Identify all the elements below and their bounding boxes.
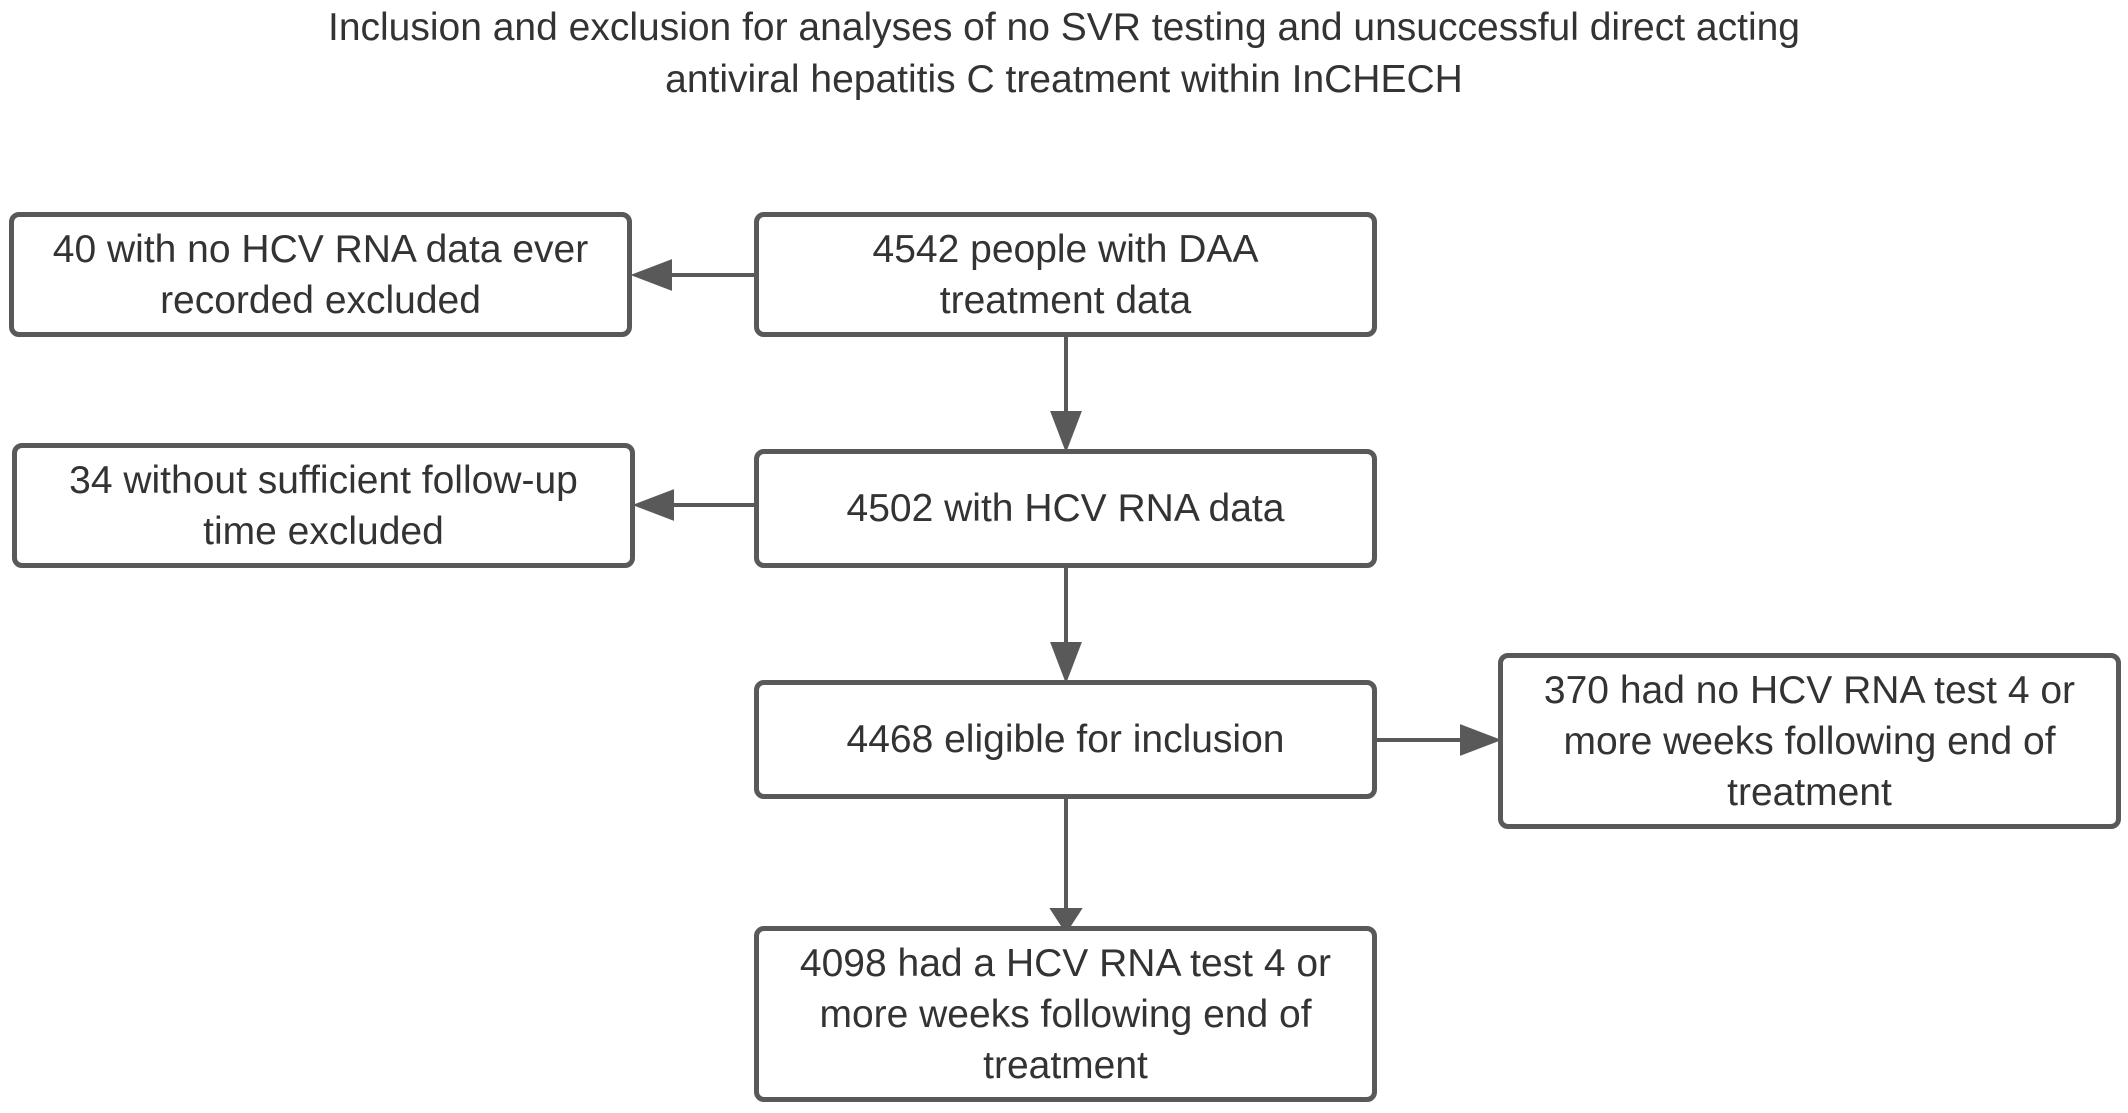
box-text-line: 4468 eligible for inclusion — [846, 718, 1285, 761]
arrowhead-had-test — [1049, 908, 1083, 934]
had-rna-test-box: 4098 had a HCV RNA test 4 or more weeks … — [754, 926, 1377, 1102]
excluded-no-rna-box: 40 with no HCV RNA data ever recorded ex… — [9, 212, 632, 337]
arrowhead-excluded-follow-up — [632, 489, 674, 521]
box-text-line: recorded excluded — [160, 278, 481, 322]
box-text-line: treatment — [983, 1043, 1148, 1087]
box-text-line: treatment data — [939, 278, 1192, 322]
box-text-line: more weeks following end of — [819, 992, 1312, 1036]
arrowhead-eligible — [1050, 642, 1082, 684]
box-text-line: 370 had no HCV RNA test 4 or — [1543, 668, 2076, 712]
eligible-box: 4468 eligible for inclusion — [754, 680, 1377, 799]
daa-treatment-box: 4542 people with DAA treatment data — [754, 212, 1377, 337]
box-text-line: treatment — [1727, 770, 1892, 814]
diagram-title: Inclusion and exclusion for analyses of … — [150, 2, 1978, 106]
box-text-line: 4542 people with DAA — [872, 227, 1259, 271]
box-text-line: 4098 had a HCV RNA test 4 or — [799, 941, 1332, 985]
box-text-line: 34 without sufficient follow-up — [69, 458, 578, 502]
box-text-line: more weeks following end of — [1563, 719, 2056, 763]
arrowhead-no-test — [1460, 724, 1502, 756]
title-line-2: antiviral hepatitis C treatment within I… — [665, 58, 1463, 101]
title-line-1: Inclusion and exclusion for analyses of … — [327, 6, 1800, 49]
box-text-line: 40 with no HCV RNA data ever — [52, 227, 589, 271]
arrowhead-excluded-no-rna — [630, 259, 672, 291]
box-text-line: 4502 with HCV RNA data — [846, 487, 1285, 530]
hcv-rna-data-box: 4502 with HCV RNA data — [754, 449, 1377, 568]
arrowhead-rna-data — [1050, 411, 1082, 453]
no-rna-test-box: 370 had no HCV RNA test 4 or more weeks … — [1498, 653, 2121, 829]
box-text-line: time excluded — [203, 509, 444, 553]
excluded-follow-up-box: 34 without sufficient follow-up time exc… — [12, 443, 635, 568]
